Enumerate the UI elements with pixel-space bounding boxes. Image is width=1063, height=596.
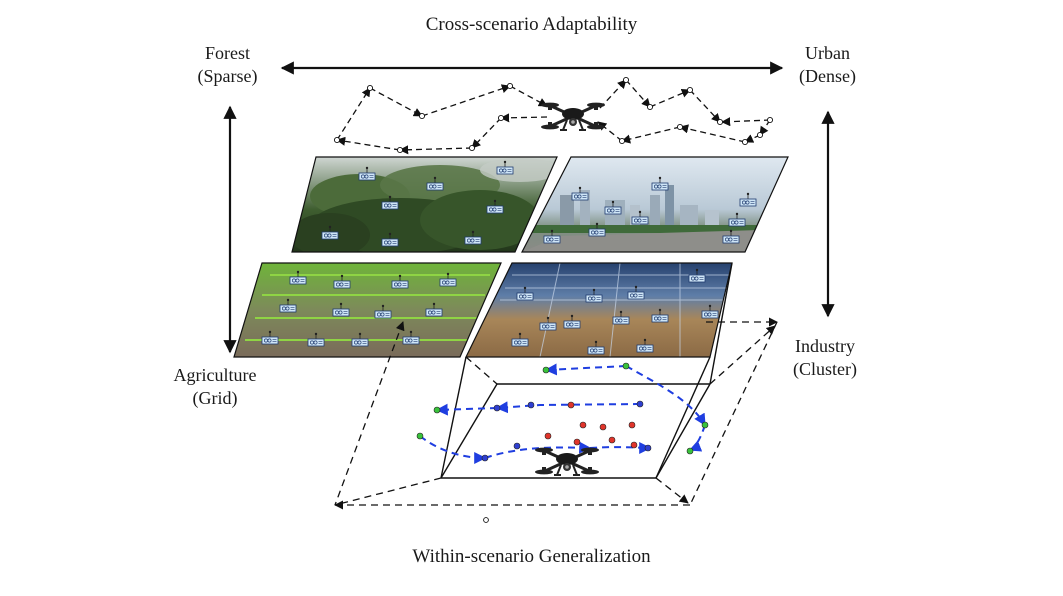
forest-pattern: (Sparse)	[197, 66, 258, 86]
urban-pattern: (Dense)	[799, 66, 856, 86]
industry-pattern: (Cluster)	[793, 359, 857, 379]
forest-label: Forest (Sparse)	[180, 42, 275, 88]
urban-name: Urban	[805, 43, 850, 63]
industry-label: Industry (Cluster)	[770, 335, 880, 381]
within-scenario-nodes	[416, 362, 709, 462]
within-scenario-caption: Within-scenario Generalization	[412, 546, 651, 567]
cross-scenario-waypoints	[333, 76, 774, 154]
ground-waypoint	[483, 517, 489, 523]
agriculture-label: Agriculture (Grid)	[160, 364, 270, 410]
within-scenario-trajectory	[419, 363, 706, 464]
drone-icon	[539, 101, 607, 132]
urban-scene-panel	[521, 156, 789, 253]
agriculture-name: Agriculture	[173, 365, 257, 385]
industry-name: Industry	[795, 336, 855, 356]
cross-scenario-caption: Cross-scenario Adaptability	[425, 14, 638, 35]
within-scenario-frustum	[440, 262, 733, 479]
forest-scene-panel	[291, 156, 558, 253]
cross-scenario-trajectory	[336, 79, 771, 155]
ground-drone-icon	[533, 446, 601, 477]
urban-label: Urban (Dense)	[780, 42, 875, 88]
forest-name: Forest	[205, 43, 250, 63]
ground-plane	[334, 317, 778, 510]
agriculture-pattern: (Grid)	[192, 388, 238, 408]
